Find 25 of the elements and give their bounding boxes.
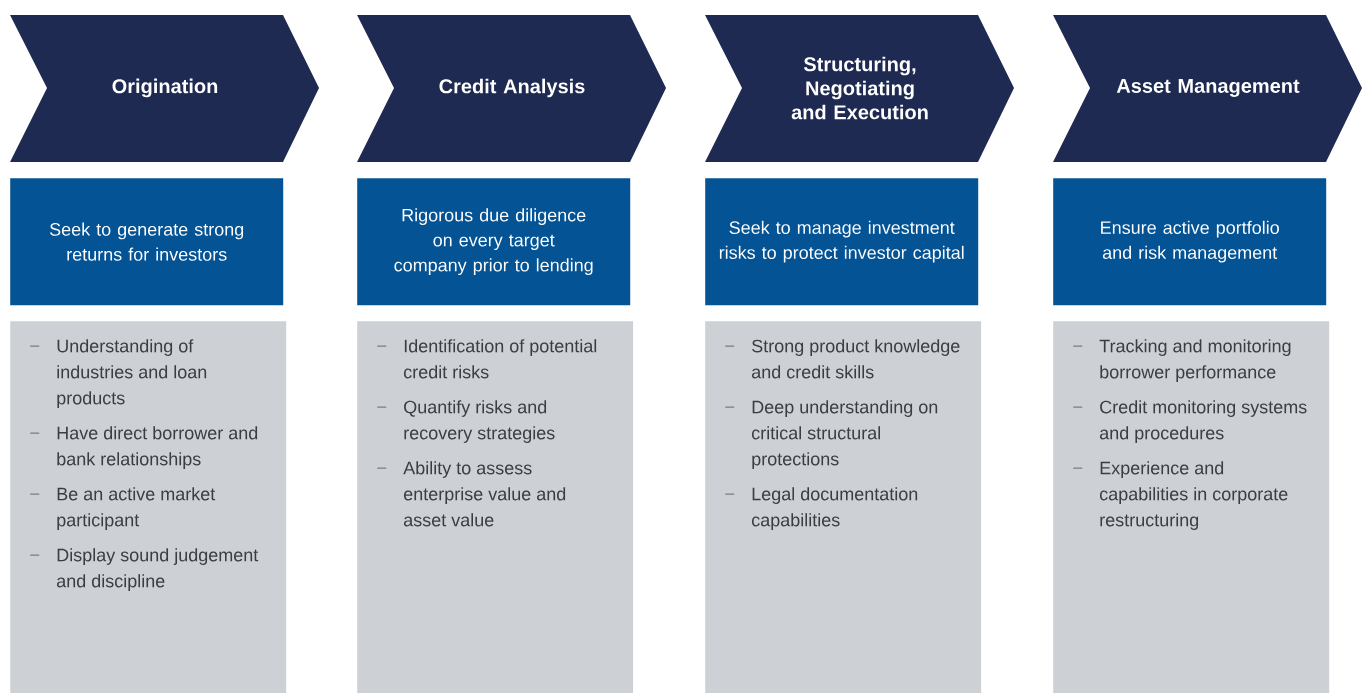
detail-panel	[10, 321, 287, 693]
summary-box: Seek to generate strong returns for investors	[10, 178, 284, 306]
bullet-text: Legal documentation capabilities	[752, 487, 918, 530]
bullet-text: Tracking and monitoring borrower performance	[1099, 339, 1291, 382]
chevron-step: Structuring, Negotiating and Execution	[705, 15, 1014, 162]
bullet-text: Ability to assess enterprise value and asset value	[403, 461, 566, 527]
bullet-text: Experience and capabilities in corporate restructuring	[1099, 461, 1288, 530]
bullet-text: Have direct borrower and bank relationships	[57, 426, 258, 469]
bullet-text: Quantify risks and recovery strategies	[404, 400, 555, 443]
bullet-text: Strong product knowledge and credit skills	[752, 339, 960, 379]
bullet-text: Deep understanding on critical structural protections	[752, 400, 938, 469]
summary-box: Seek to manage investment risks to protect investor capital	[705, 178, 979, 306]
detail-panel	[357, 321, 634, 693]
summary-box: Rigorous due diligence on every target company prior to lending	[357, 178, 631, 306]
bullet-text: Credit monitoring systems and procedures	[1099, 400, 1307, 443]
bullet-text: Be an active market participant	[57, 487, 216, 530]
chevron-step: Asset Management	[1053, 15, 1362, 162]
bullet-text: Understanding of industries and loan products	[57, 339, 207, 408]
summary-box: Ensure active portfolio and risk management	[1053, 178, 1327, 306]
chevron-step: Origination	[10, 15, 319, 162]
chevron-step: Credit Analysis	[357, 15, 666, 162]
detail-panel	[705, 321, 982, 693]
detail-panel	[1053, 321, 1330, 693]
bullet-text: Identification of potential credit risks	[404, 339, 597, 379]
bullet-text: Display sound judgement and discipline	[57, 548, 259, 591]
